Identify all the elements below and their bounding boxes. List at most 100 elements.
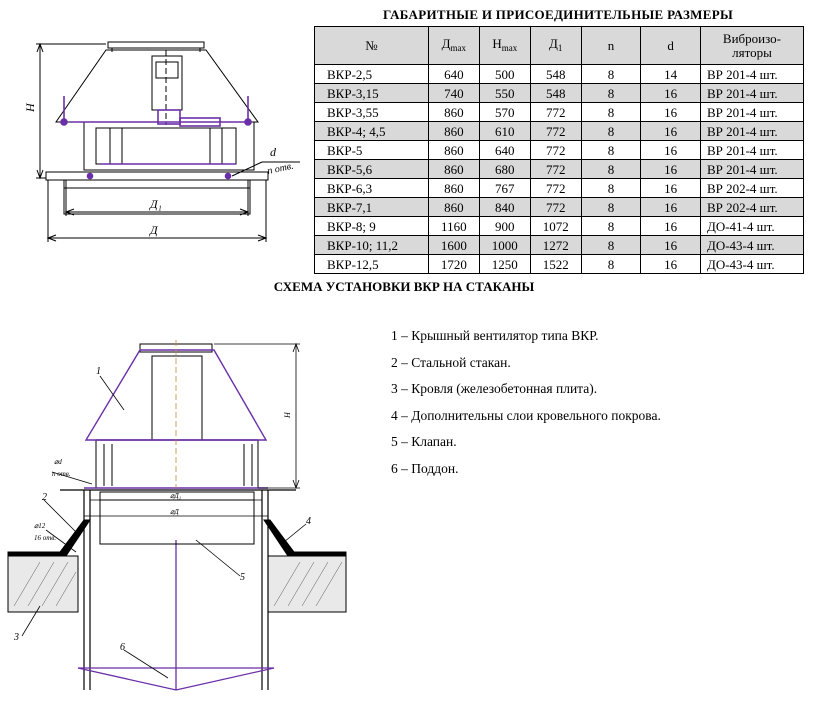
cell-vibro-isolator: ВР 201-4 шт. [699, 159, 805, 179]
cell-d1: 548 [529, 64, 582, 84]
callout-3: 3 [13, 632, 19, 643]
cell-vibro-isolator: ВР 201-4 шт. [699, 121, 805, 141]
cell-vibro-isolator: ВР 202-4 шт. [699, 178, 805, 198]
header-d1: Д1 [529, 26, 582, 65]
callout-2: 2 [42, 492, 47, 503]
cell-hmax: 1250 [478, 254, 531, 274]
table-header-row: № Дmax Hmax Д1 n d Виброизо-ляторы [314, 26, 805, 65]
cell-hmax: 500 [478, 64, 531, 84]
scheme-height-label: H [283, 411, 292, 419]
cell-hmax: 680 [478, 159, 531, 179]
cell-d1: 772 [529, 159, 582, 179]
cell-hmax: 840 [478, 197, 531, 217]
cell-d: 16 [640, 235, 701, 255]
scheme-d1-label: ⌀Д₁ [170, 492, 181, 500]
cell-vibro-isolator: ВР 202-4 шт. [699, 197, 805, 217]
cell-n: 8 [580, 159, 642, 179]
cell-model: ВКР-5 [314, 140, 429, 160]
header-dmax: Дmax [427, 26, 480, 65]
cell-d1: 548 [529, 83, 582, 103]
cell-vibro-isolator: ВР 201-4 шт. [699, 140, 805, 160]
cell-dmax: 860 [427, 121, 480, 141]
cell-n: 8 [580, 102, 642, 122]
table-title: ГАБАРИТНЫЕ И ПРИСОЕДИНИТЕЛЬНЫЕ РАЗМЕРЫ [382, 7, 734, 22]
cell-model: ВКР-12,5 [314, 254, 429, 274]
legend-item: 1 – Крышный вентилятор типа ВКР. [391, 328, 599, 343]
header-num: № [314, 26, 429, 65]
cell-hmax: 570 [478, 102, 531, 122]
cell-d: 16 [640, 216, 701, 236]
cell-d1: 772 [529, 197, 582, 217]
cell-model: ВКР-3,15 [314, 83, 429, 103]
scheme-hole-count-label: n отв. [52, 470, 71, 478]
cell-hmax: 900 [478, 216, 531, 236]
cell-n: 8 [580, 178, 642, 198]
cell-d1: 772 [529, 178, 582, 198]
cell-d1: 1072 [529, 216, 582, 236]
inner-diameter-label: Д₁ [149, 197, 162, 211]
cell-model: ВКР-10; 11,2 [314, 235, 429, 255]
cell-n: 8 [580, 197, 642, 217]
cell-n: 8 [580, 64, 642, 84]
cell-model: ВКР-3,55 [314, 102, 429, 122]
cell-d: 14 [640, 64, 701, 84]
cell-d1: 772 [529, 121, 582, 141]
cell-vibro-isolator: ДО-43-4 шт. [699, 254, 805, 274]
cell-dmax: 1720 [427, 254, 480, 274]
cell-model: ВКР-6,3 [314, 178, 429, 198]
scheme-d-label: ⌀Д [170, 508, 179, 516]
cell-model: ВКР-8; 9 [314, 216, 429, 236]
cell-dmax: 860 [427, 178, 480, 198]
cell-n: 8 [580, 83, 642, 103]
cell-n: 8 [580, 216, 642, 236]
legend-item: 4 – Дополнительны слои кровельного покро… [391, 407, 661, 423]
hole-count-label: n отв. [266, 161, 294, 177]
fan-dimension-drawing: H Д₁ Д d n отв. [23, 41, 300, 242]
installation-scheme-drawing: 1 2 3 4 5 6 H ⌀d n отв. ⌀Д₁ ⌀Д ⌀12 16 от… [7, 340, 347, 691]
outer-diameter-label: Д [149, 223, 159, 237]
scheme-legend: 1 – Крышный вентилятор типа ВКР. 2 – Ста… [391, 326, 661, 486]
dimensions-table: № Дmax Hmax Д1 n d Виброизо-ляторы ВКР-2… [314, 26, 805, 274]
cell-d: 16 [640, 102, 701, 122]
cell-d: 16 [640, 197, 701, 217]
legend-item: 2 – Стальной стакан. [391, 354, 511, 370]
cell-vibro-isolator: ДО-43-4 шт. [699, 235, 805, 255]
cell-dmax: 860 [427, 159, 480, 179]
cell-d: 16 [640, 254, 701, 274]
cell-d: 16 [640, 83, 701, 103]
cell-n: 8 [580, 254, 642, 274]
cell-vibro-isolator: ДО-41-4 шт. [699, 216, 805, 236]
callout-5: 5 [240, 572, 245, 583]
cell-dmax: 860 [427, 140, 480, 160]
cell-model: ВКР-2,5 [314, 64, 429, 84]
scheme-bolt-count-label: 16 отв. [34, 534, 56, 542]
cell-d: 16 [640, 178, 701, 198]
cell-d: 16 [640, 140, 701, 160]
cell-vibro-isolator: ВР 201-4 шт. [699, 102, 805, 122]
legend-item: 5 – Клапан. [391, 434, 457, 450]
cell-dmax: 860 [427, 102, 480, 122]
header-d: d [640, 26, 701, 65]
cell-vibro-isolator: ВР 201-4 шт. [699, 83, 805, 103]
scheme-hole-diameter-label: ⌀d [54, 458, 62, 466]
legend-item: 3 – Кровля (железобетонная плита). [391, 381, 598, 397]
cell-model: ВКР-5,6 [314, 159, 429, 179]
cell-d: 16 [640, 159, 701, 179]
cell-n: 8 [580, 235, 642, 255]
cell-dmax: 1160 [427, 216, 480, 236]
cell-dmax: 1600 [427, 235, 480, 255]
cell-d1: 1522 [529, 254, 582, 274]
cell-model: ВКР-7,1 [314, 197, 429, 217]
cell-dmax: 640 [427, 64, 480, 84]
callout-1: 1 [96, 366, 101, 377]
legend-item: 6 – Поддон. [391, 460, 459, 476]
scheme-bolt-diameter-label: ⌀12 [34, 522, 46, 530]
